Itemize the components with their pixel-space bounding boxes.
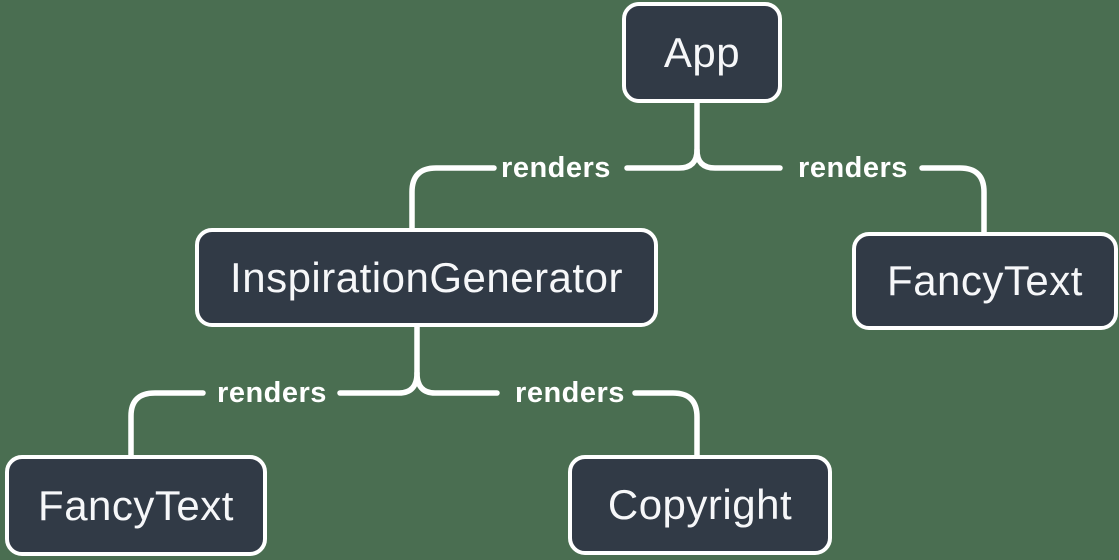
edge-inspirationgenerator-to-fancytext-tail (128, 390, 206, 458)
edge-label-text: renders (798, 151, 908, 184)
node-label: Copyright (607, 481, 793, 528)
edge-app-to-fancytext (694, 147, 783, 171)
node-fancy-text: FancyText (852, 232, 1118, 330)
edge-app-to-fancytext-tail (919, 165, 987, 235)
node-label: App (663, 28, 741, 76)
edge-label-text: renders (515, 376, 625, 409)
edge-inspirationgenerator-to-copyright (414, 370, 500, 396)
edge-inspirationgenerator-to-copyright-tail (632, 390, 700, 458)
node-fancy-text: FancyText (5, 455, 267, 556)
node-label: InspirationGenerator (230, 253, 623, 301)
node-inspiration-generator: InspirationGenerator (195, 228, 658, 327)
edge-label-renders: renders (192, 375, 352, 411)
node-copyright: Copyright (568, 455, 832, 555)
edge-label-renders: renders (773, 150, 933, 186)
edge-app-to-inspirationgenerator-tail (409, 165, 497, 231)
edge-label-text: renders (217, 376, 327, 409)
edge-label-renders: renders (490, 375, 650, 411)
node-label: FancyText (38, 481, 234, 529)
node-app: App (622, 2, 782, 103)
edge-app-to-inspirationgenerator (624, 100, 700, 171)
node-label: FancyText (887, 257, 1083, 304)
edge-label-text: renders (501, 151, 611, 184)
edge-label-renders: renders (476, 150, 636, 186)
